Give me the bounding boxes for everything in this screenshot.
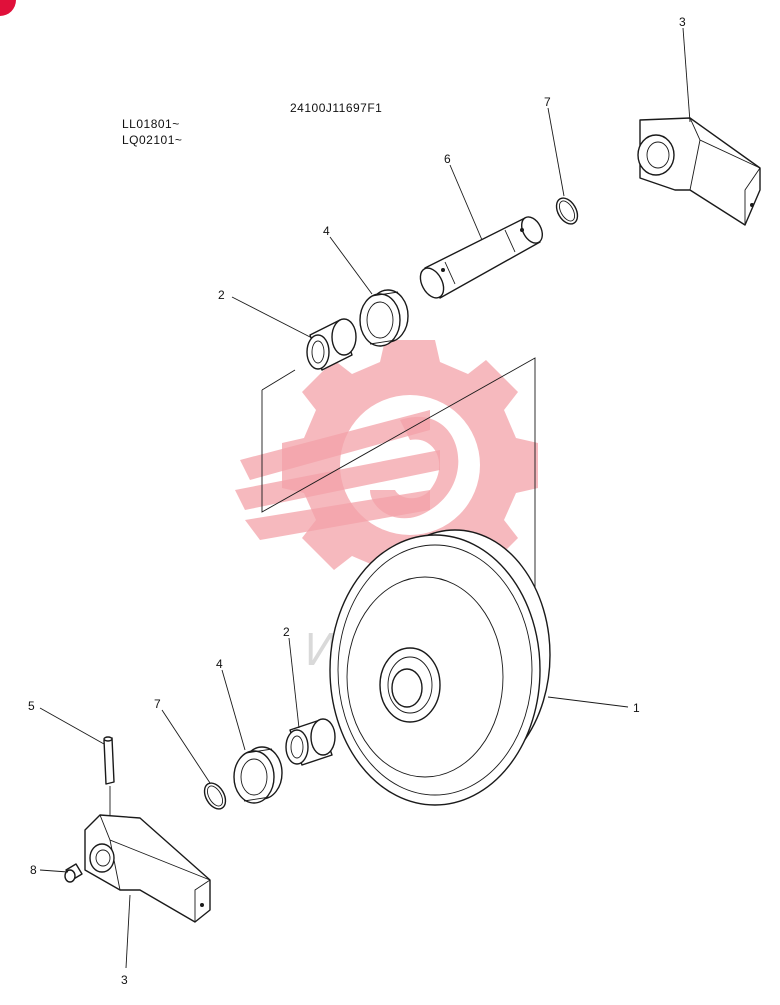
- leader-7-lower: [161, 709, 211, 784]
- leader-8: [39, 869, 69, 873]
- ring-lower: [203, 782, 227, 810]
- leader-5: [39, 707, 105, 745]
- pin: [103, 736, 115, 830]
- callout-7-lower: 7: [154, 697, 161, 711]
- seal-upper: [359, 289, 409, 347]
- leader-3-lower: [125, 894, 131, 969]
- leader-3-upper: [682, 27, 691, 123]
- callout-2-lower: 2: [283, 625, 290, 639]
- callout-6: 6: [444, 152, 451, 166]
- callout-3-lower: 3: [121, 973, 128, 987]
- idler-wheel: [329, 529, 551, 806]
- bushing-upper: [306, 318, 357, 371]
- leader-2-upper: [231, 296, 313, 339]
- callout-4-lower: 4: [216, 657, 223, 671]
- ring-upper: [555, 197, 579, 225]
- assembly-boundary: [261, 357, 536, 600]
- callout-8: 8: [30, 863, 37, 877]
- support-lower: [84, 814, 211, 923]
- leader-7-upper: [547, 107, 565, 197]
- shaft: [419, 216, 544, 299]
- callout-1: 1: [633, 701, 640, 715]
- leader-4-upper: [329, 236, 373, 295]
- callout-4-upper: 4: [323, 224, 330, 238]
- plug: [64, 863, 83, 883]
- leader-2-lower: [288, 637, 300, 729]
- seal-lower: [233, 746, 283, 804]
- corner-marker: [0, 0, 16, 16]
- callout-3-upper: 3: [679, 15, 686, 29]
- support-upper: [637, 117, 761, 226]
- callout-2-upper: 2: [218, 288, 225, 302]
- callout-7-upper: 7: [544, 95, 551, 109]
- leader-6: [449, 164, 483, 241]
- serial-range-2: LQ02101~: [122, 133, 182, 147]
- bushing-lower: [285, 718, 336, 766]
- part-number-label: 24100J11697F1: [290, 101, 382, 115]
- serial-range-1: LL01801~: [122, 117, 180, 131]
- leader-4-lower: [221, 669, 246, 751]
- callout-5: 5: [28, 699, 35, 713]
- leader-1: [547, 696, 629, 708]
